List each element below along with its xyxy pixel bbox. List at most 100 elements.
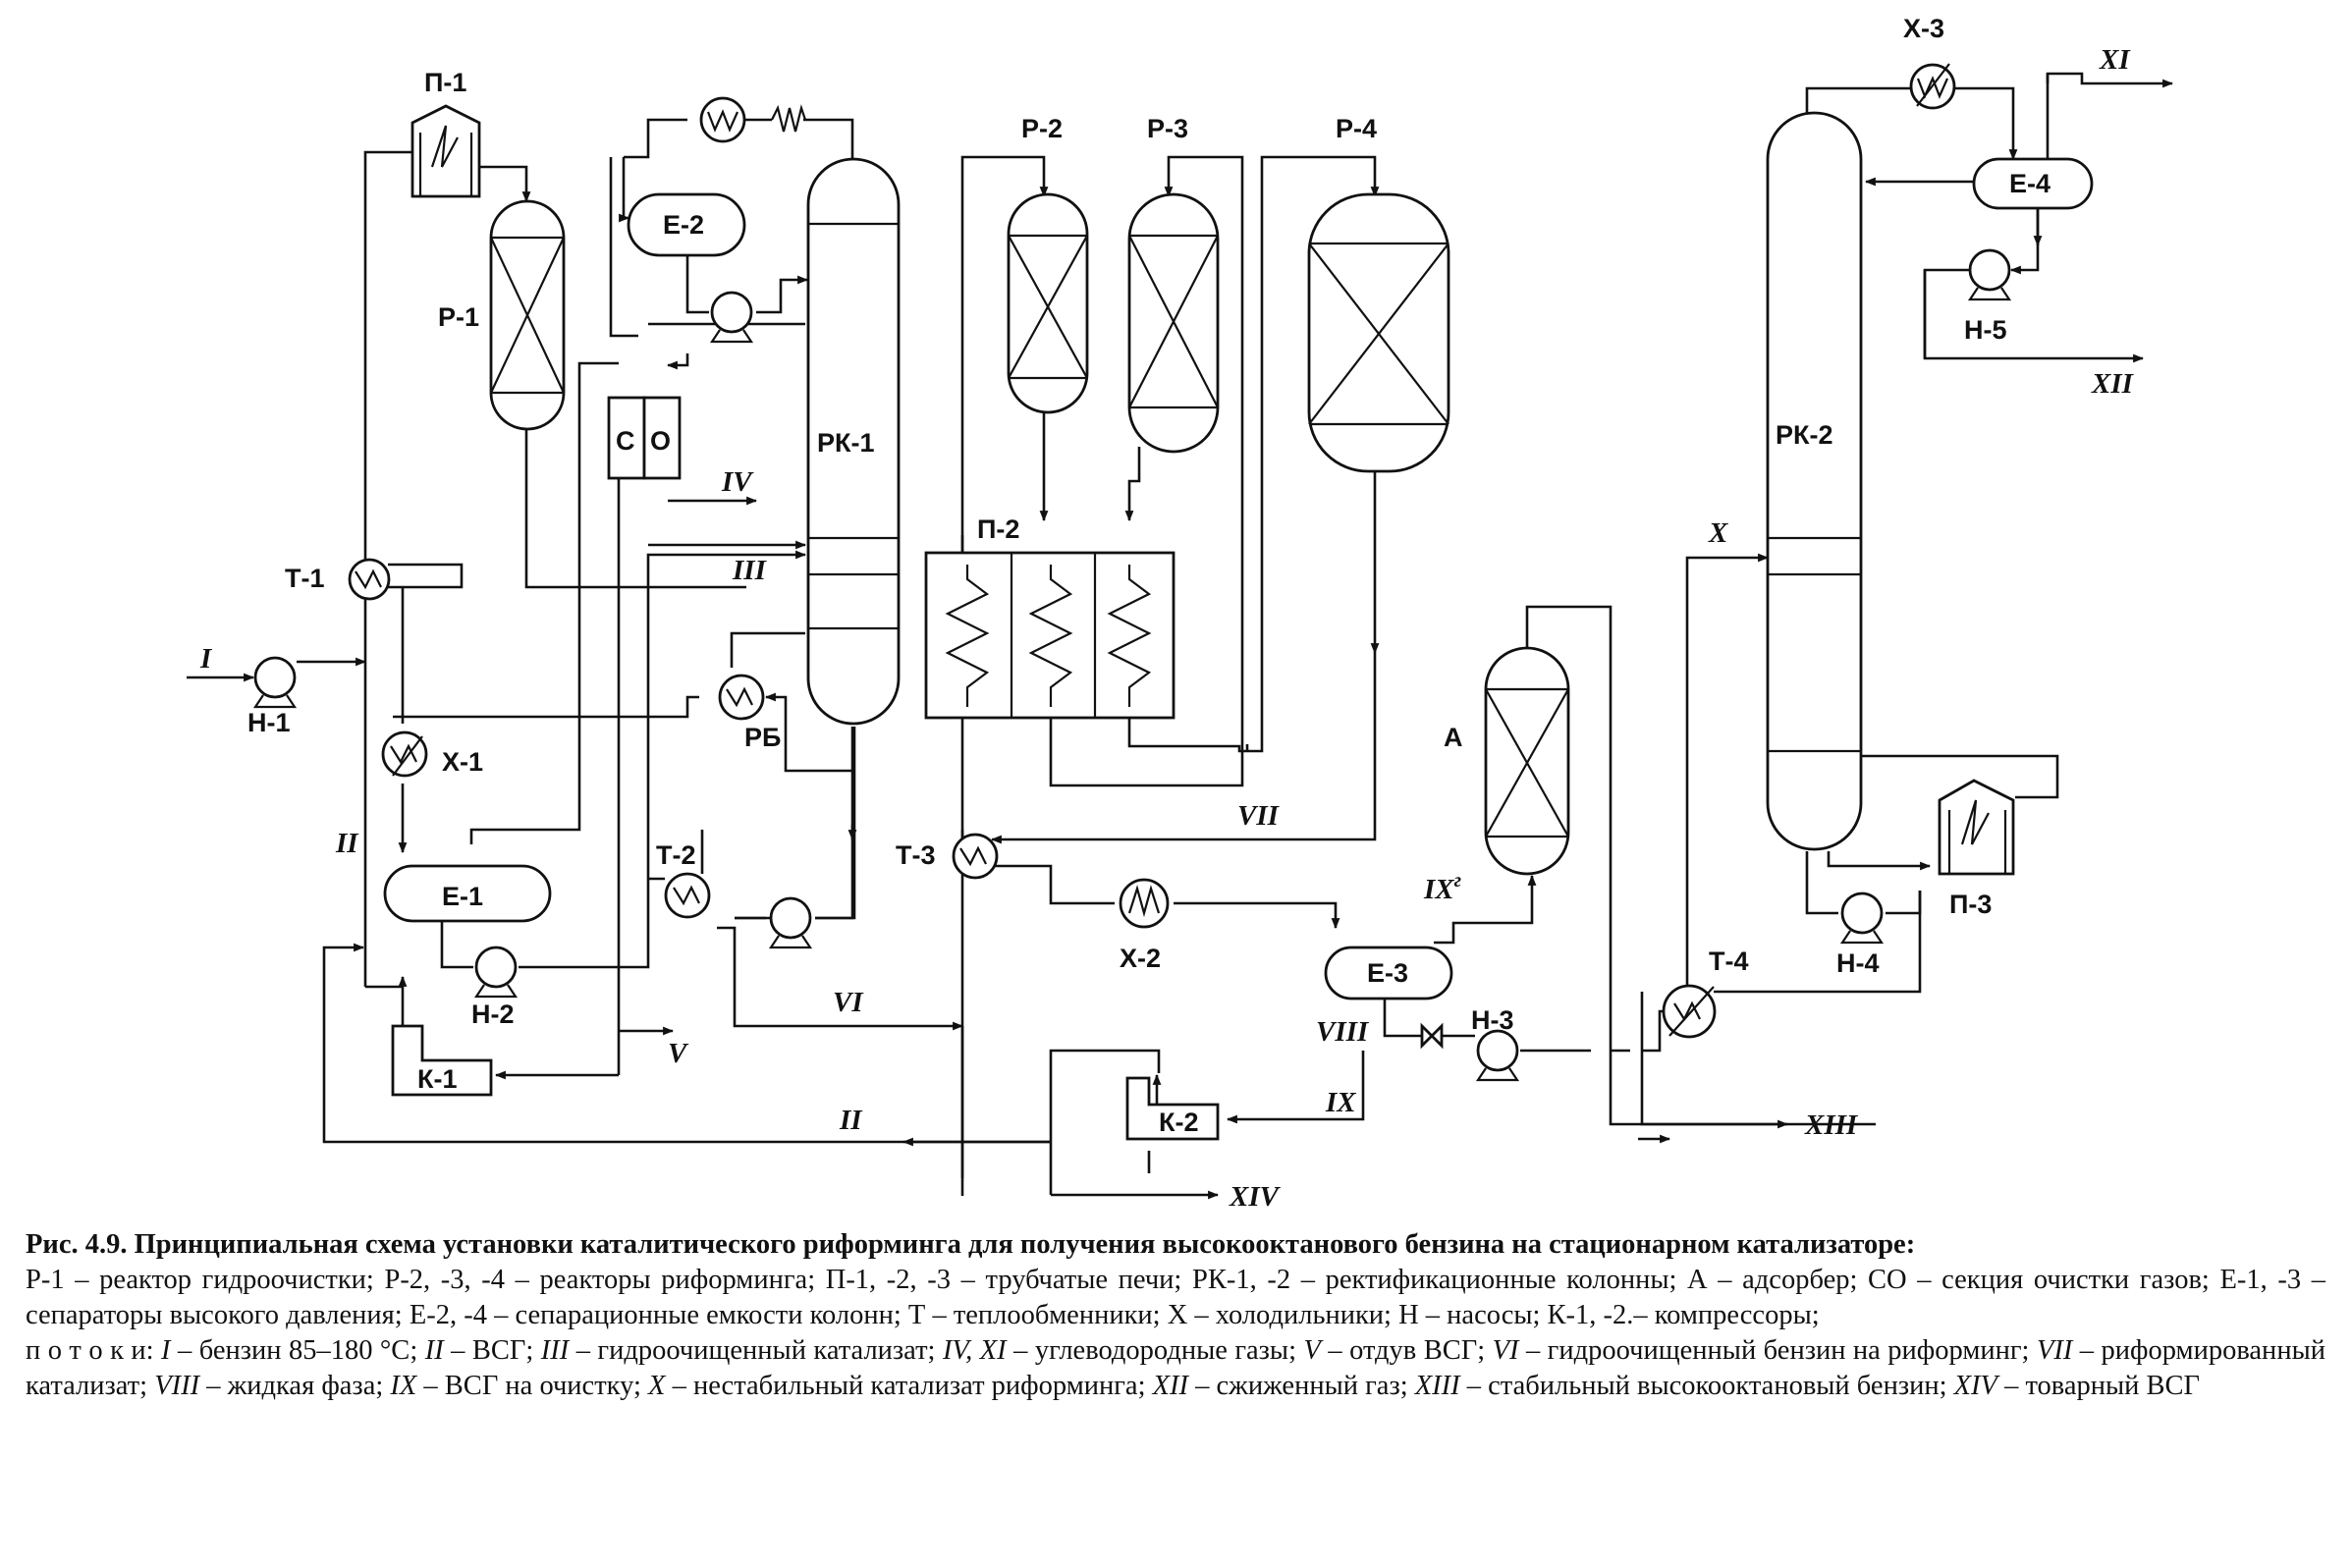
flow-number: XIV (1953, 1371, 1997, 1401)
flow-number: VIII (154, 1371, 200, 1401)
label-p1: П-1 (424, 68, 466, 97)
reactor-r4 (1307, 192, 1450, 473)
label-x1: Х-1 (442, 747, 483, 777)
separator-e2 (627, 192, 746, 257)
furnace-p2 (924, 551, 1176, 720)
flow-description: – гидроочищенный бензин на риформинг; (1518, 1335, 2037, 1366)
flow-number: VI (1492, 1335, 1519, 1366)
label-a: А (1444, 723, 1463, 752)
gas-cleaning-section (607, 396, 682, 480)
label-r1: Р-1 (438, 302, 479, 332)
furnace-p3 (1938, 779, 2015, 876)
caption-title: Рис. 4.9. Принципиальная схема установки… (26, 1229, 1916, 1260)
stream-xii: XII (2091, 368, 2135, 400)
stream-xi: XI (2099, 44, 2131, 76)
flow-number: IX (390, 1371, 417, 1401)
pump-n1 (252, 656, 298, 709)
label-t1: Т-1 (285, 564, 325, 593)
pump-n3 (1475, 1029, 1520, 1082)
compressor-k1 (391, 1024, 493, 1097)
stream-x: X (1708, 517, 1728, 549)
air-cooler-x3 (1909, 63, 1956, 110)
label-rk2: РК-2 (1776, 420, 1833, 450)
flow-description: – стабильный высокооктановый бензин; (1459, 1371, 1954, 1401)
process-flow-diagram: П-1 Р-1 Е-2 С О РК-1 Т-1 Н-1 Х-1 Е-1 Н-2… (187, 14, 2174, 1213)
pump-n4 (1839, 892, 1885, 945)
adsorber-a (1484, 646, 1570, 876)
label-x2: Х-2 (1120, 944, 1161, 973)
caption-flows: п о т о к и: I – бензин 85–180 °С; II – … (26, 1333, 2325, 1404)
flow-description: – нестабильный катализат риформинга; (665, 1371, 1153, 1401)
flow-description: – риформированный катализат; (26, 1335, 2325, 1401)
valve-viii (1420, 1022, 1444, 1050)
caption-flows-prefix: п о т о к и: (26, 1335, 154, 1366)
column-rk1 (806, 157, 901, 726)
label-k2: К-2 (1159, 1108, 1199, 1137)
label-x3: Х-3 (1903, 14, 1944, 43)
label-p2: П-2 (977, 514, 1019, 544)
flow-description: – жидкая фаза; (199, 1371, 391, 1401)
flow-description: – гидроочищенный катализат; (569, 1335, 943, 1366)
label-rk1: РК-1 (817, 428, 875, 458)
caption-legend: Р-1 – реактор гидроочистки; Р-2, -3, -4 … (26, 1265, 2325, 1330)
reboiler-rb (718, 674, 765, 721)
label-e3: Е-3 (1367, 958, 1408, 988)
stream-xiv: XIV (1229, 1181, 1282, 1213)
pump-t2 (768, 896, 813, 949)
stream-i: I (199, 643, 213, 675)
separator-e1 (383, 864, 552, 923)
flow-description: – углеводородные газы; (1006, 1335, 1304, 1366)
label-n5: Н-5 (1964, 315, 2007, 345)
label-n3: Н-3 (1471, 1005, 1514, 1035)
label-e4: Е-4 (2009, 169, 2050, 198)
flow-description: – ВСГ; (443, 1335, 541, 1366)
label-r2: Р-2 (1021, 114, 1063, 143)
cooler-x2 (1119, 878, 1170, 929)
flow-number: V (1303, 1335, 1321, 1366)
flow-number: XIII (1414, 1371, 1460, 1401)
pump-n2 (473, 946, 519, 999)
label-r4: Р-4 (1336, 114, 1377, 143)
stream-iii: III (732, 555, 768, 586)
heat-exchanger-t1 (348, 558, 391, 601)
label-t4: Т-4 (1709, 946, 1749, 976)
stream-ixg-main: IX (1423, 874, 1454, 905)
cooler-x1 (381, 730, 428, 778)
stream-ii-bottom: II (839, 1105, 863, 1136)
separator-e3 (1324, 946, 1453, 1000)
caption-flows-list: I – бензин 85–180 °С; II – ВСГ; III – ги… (26, 1335, 2325, 1401)
flow-description: – товарный ВСГ (1996, 1371, 2201, 1401)
stream-iv: IV (721, 466, 754, 498)
label-n4: Н-4 (1836, 948, 1880, 978)
label-n1: Н-1 (247, 708, 291, 737)
stream-ixg: IXг (1423, 870, 1461, 905)
column-rk2 (1766, 111, 1863, 851)
flow-description: – бензин 85–180 °С; (170, 1335, 425, 1366)
reactor-r3 (1127, 192, 1220, 454)
figure-caption: Рис. 4.9. Принципиальная схема установки… (26, 1227, 2325, 1404)
heat-exchanger-t2 (664, 872, 711, 919)
stream-viii: VIII (1316, 1016, 1370, 1048)
label-e2: Е-2 (663, 210, 704, 240)
heat-exchanger-t3 (952, 833, 999, 880)
stream-ix: IX (1325, 1087, 1356, 1118)
flow-number: X (648, 1371, 666, 1401)
compressor-k2 (1125, 1076, 1220, 1141)
flow-number: IV, XI (942, 1335, 1007, 1366)
stream-v: V (668, 1038, 689, 1069)
flow-description: – ВСГ на очистку; (416, 1371, 649, 1401)
flow-description: – сжиженный газ; (1188, 1371, 1415, 1401)
reactor-r2 (1007, 192, 1089, 414)
flow-number: I (161, 1335, 171, 1366)
label-n2: Н-2 (471, 1000, 515, 1029)
heat-exchanger-t4 (1662, 984, 1717, 1039)
stream-xiii: XIII (1804, 1109, 1859, 1141)
label-k1: К-1 (417, 1064, 458, 1094)
label-t3: Т-3 (896, 840, 936, 870)
flow-number: XII (1152, 1371, 1189, 1401)
label-e1: Е-1 (442, 882, 483, 911)
air-cooler-rk1 (699, 96, 746, 143)
stream-vii: VII (1237, 800, 1281, 832)
stream-labels: I II II III IV V VI VII VIII IX IXг X XI… (199, 44, 2135, 1213)
label-so-o: О (650, 426, 671, 456)
